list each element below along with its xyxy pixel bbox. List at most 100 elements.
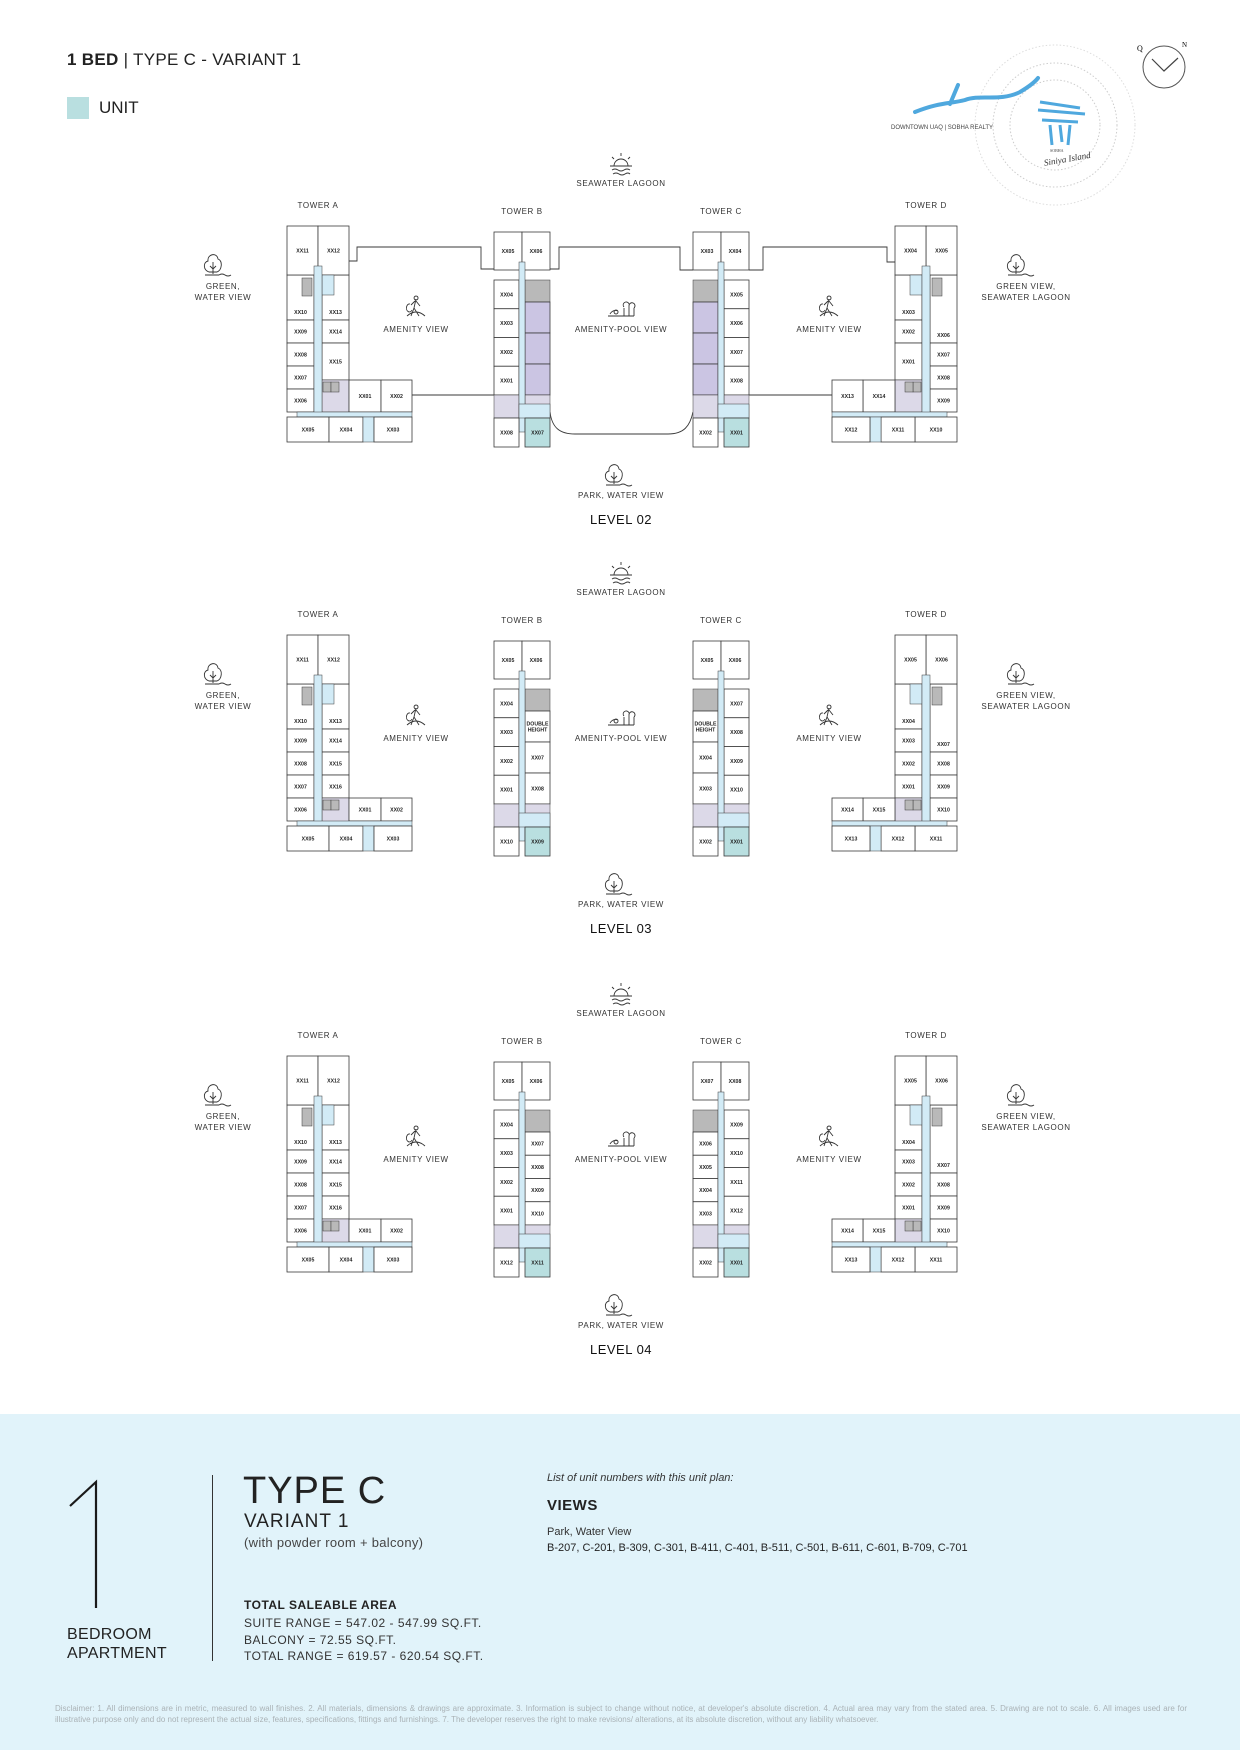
sunset-waves-icon <box>610 153 632 176</box>
unit-cell <box>493 1109 520 1140</box>
unit-label: XX06 <box>935 1079 948 1085</box>
unit-label-layer: XX06 <box>729 658 742 664</box>
unit-label-layer: XX09 <box>937 785 950 791</box>
unit-cell <box>692 640 722 680</box>
apartment-label: APARTMENT <box>67 1645 167 1662</box>
unit-label: XX07 <box>730 350 743 356</box>
unit-label: XX14 <box>329 330 342 336</box>
unit-label-layer: XX01 <box>500 379 513 385</box>
unit-label-layer: XX14 <box>841 1229 854 1235</box>
unit-label-layer: XX15 <box>873 808 886 814</box>
unit-label-layer: XX15 <box>329 1183 342 1189</box>
sunset-waves-icon <box>610 983 632 1006</box>
unit-label: XX02 <box>699 840 712 846</box>
tree-icon <box>604 1294 633 1317</box>
unit-cell-highlighted <box>723 417 750 448</box>
unit-label-layer: XX06 <box>294 1229 307 1235</box>
stair <box>912 1220 922 1232</box>
view-label-right: SEAWATER LAGOON <box>981 702 1071 711</box>
unit-label-layer: XX12 <box>327 249 340 255</box>
unit-cell <box>373 1246 413 1273</box>
unit-label: XX03 <box>902 310 915 316</box>
unit-label-layer: XX04 <box>340 1258 353 1264</box>
view-label-right: SEAWATER LAGOON <box>981 1123 1071 1132</box>
unit-label-layer: XX06 <box>699 1142 712 1148</box>
variant-note: (with powder room + balcony) <box>244 1535 424 1550</box>
tree-icon <box>1006 663 1035 686</box>
unit-cell <box>373 825 413 852</box>
unit-label-layer: XX15 <box>873 1229 886 1235</box>
amenity-space <box>692 301 719 334</box>
tree-icon <box>604 873 633 896</box>
view-label-top: SEAWATER LAGOON <box>576 179 666 188</box>
unit-cell <box>493 1061 523 1101</box>
title-bed: 1 BED <box>67 50 119 69</box>
unit-cell <box>286 225 319 276</box>
unit-cell <box>524 741 551 774</box>
tower-label: TOWER B <box>501 207 543 216</box>
compass-icon: Q N <box>1137 41 1187 89</box>
unit-label-layer: XX02 <box>902 762 915 768</box>
unit-label: XX06 <box>937 333 950 339</box>
tower-label: TOWER D <box>905 610 947 619</box>
unit-label-layer: XX03 <box>699 787 712 793</box>
lobby <box>518 812 551 828</box>
unit-label: XX06 <box>699 1142 712 1148</box>
view-label-amenity: AMENITY VIEW <box>796 734 862 743</box>
tree-icon <box>604 464 633 487</box>
unit-label: XX04 <box>500 292 513 298</box>
unit-label-layer: XX01 <box>500 1209 513 1215</box>
unit-label-layer: XX09 <box>531 840 544 846</box>
unit-label: XX12 <box>327 1079 340 1085</box>
unit-label-layer: XX15 <box>329 762 342 768</box>
unit-label-layer: XX11 <box>892 428 905 434</box>
area-heading: TOTAL SALEABLE AREA <box>244 1598 398 1612</box>
person-icon <box>406 1125 426 1147</box>
tower-c-plan <box>692 640 750 857</box>
unit-cell <box>373 416 413 443</box>
unit-label-layer: XX01 <box>500 788 513 794</box>
unit-cell <box>880 1246 916 1273</box>
unit-label-layer: XX15 <box>329 360 342 366</box>
tree-icon <box>1006 254 1035 277</box>
view-label-bottom: PARK, WATER VIEW <box>578 491 664 500</box>
unit-cell-highlighted <box>723 826 750 857</box>
tower-label: TOWER D <box>905 201 947 210</box>
unit-cell <box>317 634 350 685</box>
unit-label: XX13 <box>329 1140 342 1146</box>
corridor <box>831 820 948 827</box>
unit-label-layer: XX13 <box>329 719 342 725</box>
view-label-left: GREEN, <box>205 691 241 700</box>
legend-unit-label: UNIT <box>99 98 139 117</box>
view-label-left: GREEN, <box>205 1112 241 1121</box>
lift <box>330 381 340 393</box>
unit-label-layer: XX02 <box>699 1261 712 1267</box>
unit-label: XX14 <box>329 739 342 745</box>
unit-label-layer: XX02 <box>699 431 712 437</box>
unit-label: XX02 <box>390 808 403 814</box>
unit-label: XX08 <box>294 353 307 359</box>
unit-label: XX02 <box>390 394 403 400</box>
unit-label-layer: XX12 <box>845 428 858 434</box>
unit-label-layer: XX01 <box>730 431 743 437</box>
amenity-space <box>692 332 719 365</box>
unit-label: XX03 <box>500 321 513 327</box>
unit-label: XX01 <box>902 360 915 366</box>
unit-label-layer: XX02 <box>902 1183 915 1189</box>
corridor <box>362 1246 375 1273</box>
unit-label: XX04 <box>500 701 513 707</box>
stair <box>301 1107 313 1127</box>
unit-label: XX09 <box>294 1160 307 1166</box>
unit-cell <box>317 1055 350 1106</box>
unit-label-layer: XX05 <box>904 658 917 664</box>
unit-label: XX01 <box>730 431 743 437</box>
tower-d-plan <box>831 1055 958 1273</box>
unit-cell <box>723 365 750 396</box>
unit-label: XX06 <box>530 658 543 664</box>
tower-label: TOWER C <box>700 1037 742 1046</box>
unit-label: XX08 <box>531 1165 544 1171</box>
unit-label: XX11 <box>296 658 309 664</box>
lift <box>330 1220 340 1232</box>
unit-label: XX10 <box>294 719 307 725</box>
